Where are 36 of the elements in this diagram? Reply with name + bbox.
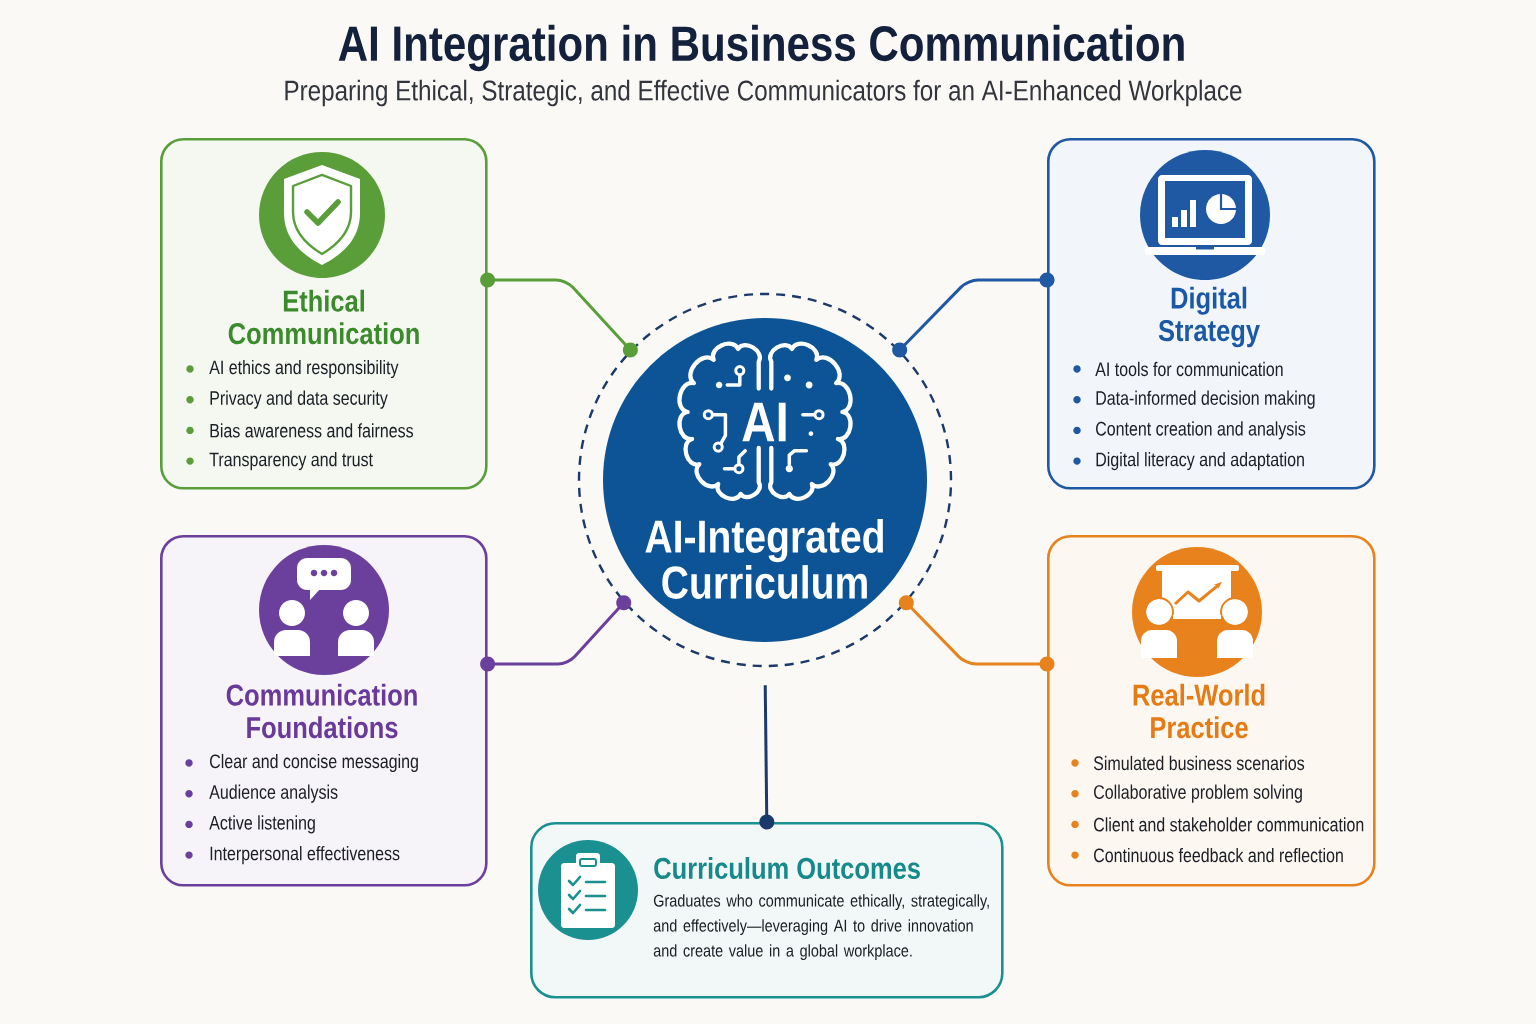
list-item: Client and stakeholder communication (1094, 817, 1364, 832)
connector-line (759, 685, 775, 830)
title: AI Integration in Business Communication (338, 24, 1184, 72)
list-item: Bias awareness and fairness (210, 423, 413, 438)
connector-line (892, 272, 1055, 358)
list-item: Audience analysis (209, 784, 338, 803)
card-heading: Real-World Practice (1133, 683, 1265, 739)
topic-card (1047, 138, 1376, 490)
hub-title: AI-Integrated Curriculum (645, 519, 883, 599)
card-heading: Curriculum Outcomes (654, 857, 920, 879)
list-item: Clear and concise messaging (210, 753, 418, 773)
outcome-card (530, 822, 1004, 999)
list-item: Data-informed decision making (1096, 390, 1315, 409)
list-item: Content creation and analysis (1096, 421, 1306, 440)
list-item: Digital literacy and adaptation (1096, 452, 1304, 471)
topic-card (160, 535, 488, 887)
description-text: Graduates who communicate ethically, strategically, and effectively—leveraging AI to drive innovation and create value in a global workplace. (653, 894, 989, 961)
list-item: Collaborative problem solving (1094, 784, 1302, 803)
card-heading: Digital Strategy (1158, 286, 1260, 348)
card-heading: Communication Foundations (226, 683, 417, 739)
list-item: AI tools for communication (1095, 361, 1283, 377)
subtitle: Preparing Ethical, Strategic, and Effective Communicators for an AI-Enhanced Workplace (285, 79, 1242, 107)
connector-line (480, 272, 638, 358)
list-item: AI ethics and responsibility (209, 359, 399, 379)
icon-label: AI (742, 402, 786, 442)
topic-card (160, 138, 488, 490)
list-item: Continuous feedback and reflection (1094, 847, 1343, 863)
topic-card (1047, 535, 1376, 887)
connector-line (898, 595, 1055, 672)
list-item: Simulated business scenarios (1093, 755, 1305, 771)
card-heading: Ethical Communication (228, 289, 419, 345)
list-item: Privacy and data security (210, 390, 388, 409)
list-item: Interpersonal effectiveness (210, 846, 400, 865)
list-item: Active listening (209, 815, 315, 834)
list-item: Transparency and trust (209, 452, 373, 471)
connector-line (480, 595, 632, 672)
